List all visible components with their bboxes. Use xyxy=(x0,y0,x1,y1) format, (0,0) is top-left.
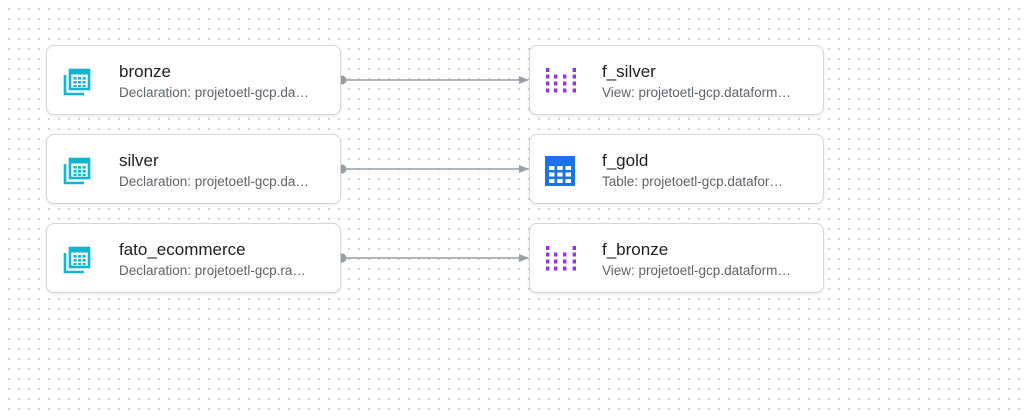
node-description: View: projetoetl-gcp.dataform… xyxy=(602,85,791,100)
node-fato-ecommerce[interactable]: fato_ecommerce Declaration: projetoetl-g… xyxy=(46,223,341,293)
node-name: f_gold xyxy=(602,151,649,170)
declaration-icon xyxy=(63,68,91,96)
node-name: silver xyxy=(119,151,159,170)
node-description: Declaration: projetoetl-gcp.ra… xyxy=(119,263,306,278)
declaration-icon xyxy=(63,157,91,185)
node-silver[interactable]: silver Declaration: projetoetl-gcp.da… xyxy=(46,134,341,204)
node-name: bronze xyxy=(119,62,171,81)
node-f-bronze[interactable]: f_bronze View: projetoetl-gcp.dataform… xyxy=(529,223,824,293)
node-name: fato_ecommerce xyxy=(119,240,246,259)
node-name: f_silver xyxy=(602,62,656,81)
node-description: Declaration: projetoetl-gcp.da… xyxy=(119,174,309,189)
node-name: f_bronze xyxy=(602,240,669,259)
view-icon xyxy=(546,246,576,271)
view-icon xyxy=(546,68,576,93)
declaration-icon xyxy=(63,246,91,274)
node-f-silver[interactable]: f_silver View: projetoetl-gcp.dataform… xyxy=(529,45,824,115)
node-f-gold[interactable]: f_gold Table: projetoetl-gcp.datafor… xyxy=(529,134,824,204)
node-description: Table: projetoetl-gcp.datafor… xyxy=(602,174,783,189)
node-description: Declaration: projetoetl-gcp.da… xyxy=(119,85,309,100)
node-bronze[interactable]: bronze Declaration: projetoetl-gcp.da… xyxy=(46,45,341,115)
table-icon xyxy=(545,156,575,186)
node-description: View: projetoetl-gcp.dataform… xyxy=(602,263,791,278)
